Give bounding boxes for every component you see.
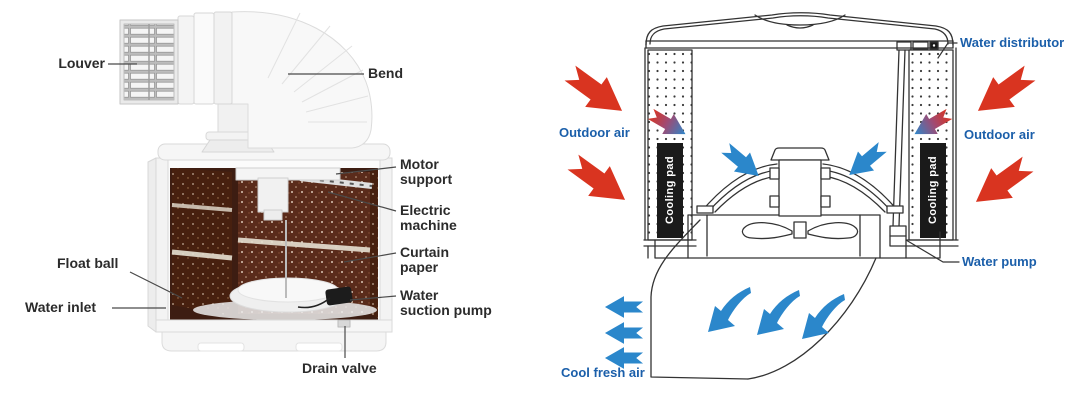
label-motor-support: Motor support <box>400 156 453 188</box>
label-cool-fresh-air: Cool fresh air <box>561 365 645 380</box>
water-tank <box>647 231 941 259</box>
bend-duct <box>231 11 373 149</box>
motor-support-bracket <box>235 167 341 298</box>
cool-air-arrow-left <box>717 138 767 186</box>
fan-blades <box>741 221 859 240</box>
label-curtain-paper: Curtain paper <box>400 244 449 276</box>
louver-grille <box>119 19 179 105</box>
cooler-base <box>161 327 387 352</box>
hot-air-arrow-left-bottom <box>562 147 636 215</box>
label-water-suction-pump: Water suction pump <box>400 287 492 319</box>
water-distributor-part <box>892 41 939 227</box>
label-float-ball: Float ball <box>57 255 119 271</box>
hot-air-arrow-left-top <box>559 58 633 126</box>
label-louver: Louver <box>58 55 105 71</box>
label-outdoor-air-left: Outdoor air <box>559 125 630 140</box>
cooler-body <box>147 143 393 333</box>
right-leader-lines <box>905 42 960 263</box>
label-cooling-pad-left: Cooling pad <box>664 156 676 224</box>
hot-air-arrow-right-bottom <box>965 149 1039 217</box>
cool-air-swoosh-3 <box>802 294 845 339</box>
water-pump-part <box>889 225 907 247</box>
cool-air-swoosh-2 <box>757 290 800 335</box>
cool-air-swoosh-1 <box>708 287 751 332</box>
motor-box <box>769 147 831 217</box>
duct-segments <box>177 11 233 105</box>
left-interior-pad <box>172 168 232 316</box>
cool-fresh-air-arrow-2 <box>604 322 644 344</box>
water-suction-pump-part <box>297 286 353 309</box>
schematic-roof <box>645 12 954 49</box>
airflow-schematic <box>643 12 960 380</box>
label-cooling-pad-right: Cooling pad <box>927 156 939 224</box>
left-leader-lines <box>108 63 397 358</box>
outlet-duct <box>650 219 877 380</box>
label-water-inlet: Water inlet <box>25 299 97 315</box>
label-outdoor-air-right: Outdoor air <box>964 127 1035 142</box>
label-water-distributor: Water distributor <box>960 35 1065 50</box>
label-electric-machine: Electric machine <box>400 202 457 234</box>
drain-valve-part <box>337 319 351 328</box>
cooling-pad-left-part <box>643 47 697 247</box>
cooling-pad-right-part <box>905 47 959 247</box>
label-water-pump: Water pump <box>962 254 1037 269</box>
hot-air-arrow-right-top <box>967 58 1041 126</box>
water-pipes <box>892 49 906 227</box>
label-drain-valve: Drain valve <box>302 360 377 376</box>
fan-assembly <box>687 147 904 259</box>
cool-fresh-air-arrow-1 <box>604 296 644 318</box>
cooler-cutaway-illustration <box>108 11 397 358</box>
label-bend: Bend <box>368 65 403 81</box>
